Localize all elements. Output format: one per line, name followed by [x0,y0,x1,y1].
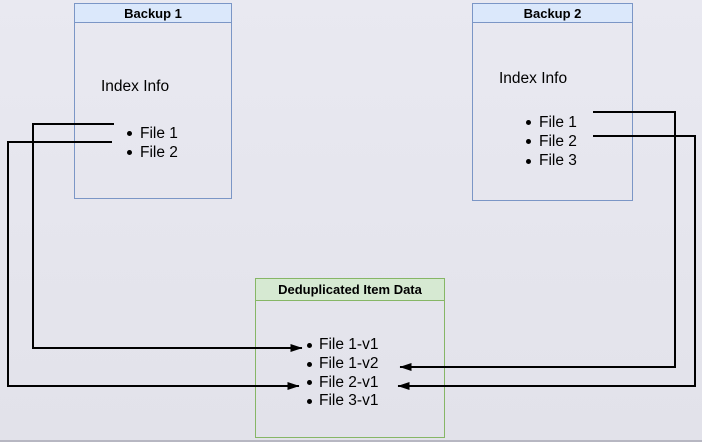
backup2-file-item: File 1 [473,113,632,132]
backup2-file-item: File 2 [473,132,632,151]
bullet-icon [127,150,132,155]
backup1-index-info-label: Index Info [101,78,170,95]
deduplicated-item-data-box: Deduplicated Item Data File 1-v1 File 1-… [255,278,445,438]
backup1-file-item: File 2 [75,143,231,162]
dedup-item-label: File 1-v1 [319,336,379,354]
bullet-icon [307,342,312,348]
backup2-file-label: File 3 [539,152,577,170]
backup2-file-label: File 1 [539,113,577,131]
backup2-index-info-label: Index Info [499,70,568,87]
dedup-item-list: File 1-v1 File 1-v2 File 2-v1 File 3-v1 [256,336,444,411]
backup1-box: Backup 1 Index Info File 1 File 2 [74,3,232,199]
backup1-file-item: File 1 [75,124,231,143]
bullet-icon [307,380,312,386]
backup2-title: Backup 2 [473,4,632,23]
dedup-item-label: File 1-v2 [319,355,379,373]
dedup-item: File 3-v1 [256,392,444,411]
dedup-title: Deduplicated Item Data [256,279,444,301]
backup2-file-label: File 2 [539,132,577,150]
dedup-item: File 1-v2 [256,355,444,374]
backup1-title: Backup 1 [75,4,231,23]
dedup-item: File 1-v1 [256,336,444,355]
dedup-item-label: File 3-v1 [319,392,379,410]
bullet-icon [127,131,132,136]
bullet-icon [526,139,531,145]
dedup-item: File 2-v1 [256,373,444,392]
backup2-file-item: File 3 [473,152,632,171]
bullet-icon [526,158,531,164]
backup1-file-label: File 2 [140,143,178,161]
bullet-icon [307,361,312,367]
backup1-file-list: File 1 File 2 [75,124,231,162]
dedup-item-label: File 2-v1 [319,373,379,391]
bullet-icon [307,398,312,404]
bullet-icon [526,120,531,126]
backup2-box: Backup 2 Index Info File 1 File 2 File 3 [472,3,633,201]
backup1-file-label: File 1 [140,124,178,142]
backup2-file-list: File 1 File 2 File 3 [473,113,632,171]
